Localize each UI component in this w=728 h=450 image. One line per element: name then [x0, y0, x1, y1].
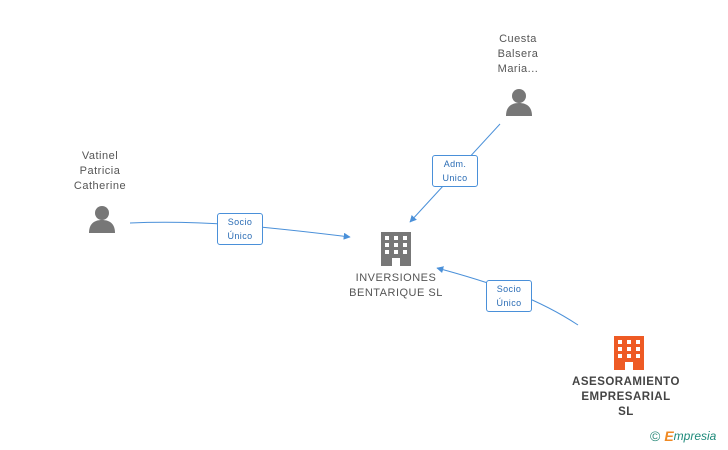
node-name-line: Catherine: [73, 180, 127, 192]
person-icon[interactable]: [506, 89, 532, 116]
node-name-line: Cuesta: [499, 33, 537, 45]
node-name-line: INVERSIONES: [355, 272, 437, 284]
edge-label-line: Adm.: [443, 159, 467, 169]
building-icon[interactable]: [381, 232, 411, 266]
brand-initial: E: [664, 428, 674, 444]
node-label-asesoramiento[interactable]: ASESORAMIENTO EMPRESARIAL SL: [566, 375, 686, 420]
copyright-icon: ©: [650, 428, 661, 444]
node-label-vatinel[interactable]: Vatinel Patricia Catherine: [60, 149, 140, 194]
brand-name: mpresia: [673, 429, 717, 443]
node-name-line: ASESORAMIENTO: [572, 376, 680, 388]
edge-label-line: Unico: [442, 173, 468, 183]
node-name-line: SL: [618, 406, 634, 418]
edge-label-line: Socio: [227, 217, 253, 227]
node-name-line: BENTARIQUE SL: [349, 287, 443, 299]
building-icon[interactable]: [614, 336, 644, 370]
edge-label-line: Socio: [496, 284, 522, 294]
person-icon[interactable]: [89, 206, 115, 233]
edge-label-adm-unico[interactable]: Adm. Unico: [432, 155, 478, 187]
node-name-line: EMPRESARIAL: [581, 391, 671, 403]
edge-label-socio-unico[interactable]: Socio Único: [486, 280, 532, 312]
node-name-line: Balsera: [497, 48, 539, 60]
node-name-line: Vatinel: [81, 150, 119, 162]
copyright-brand[interactable]: © E mpresia: [650, 428, 716, 444]
node-label-cuesta[interactable]: Cuesta Balsera Maria...: [478, 32, 558, 77]
edge-label-socio-unico[interactable]: Socio Único: [217, 213, 263, 245]
edge-label-line: Único: [496, 298, 522, 308]
node-label-inversiones[interactable]: INVERSIONES BENTARIQUE SL: [336, 271, 456, 301]
node-name-line: Maria...: [497, 63, 539, 75]
edge-label-line: Único: [227, 231, 253, 241]
node-name-line: Patricia: [79, 165, 121, 177]
